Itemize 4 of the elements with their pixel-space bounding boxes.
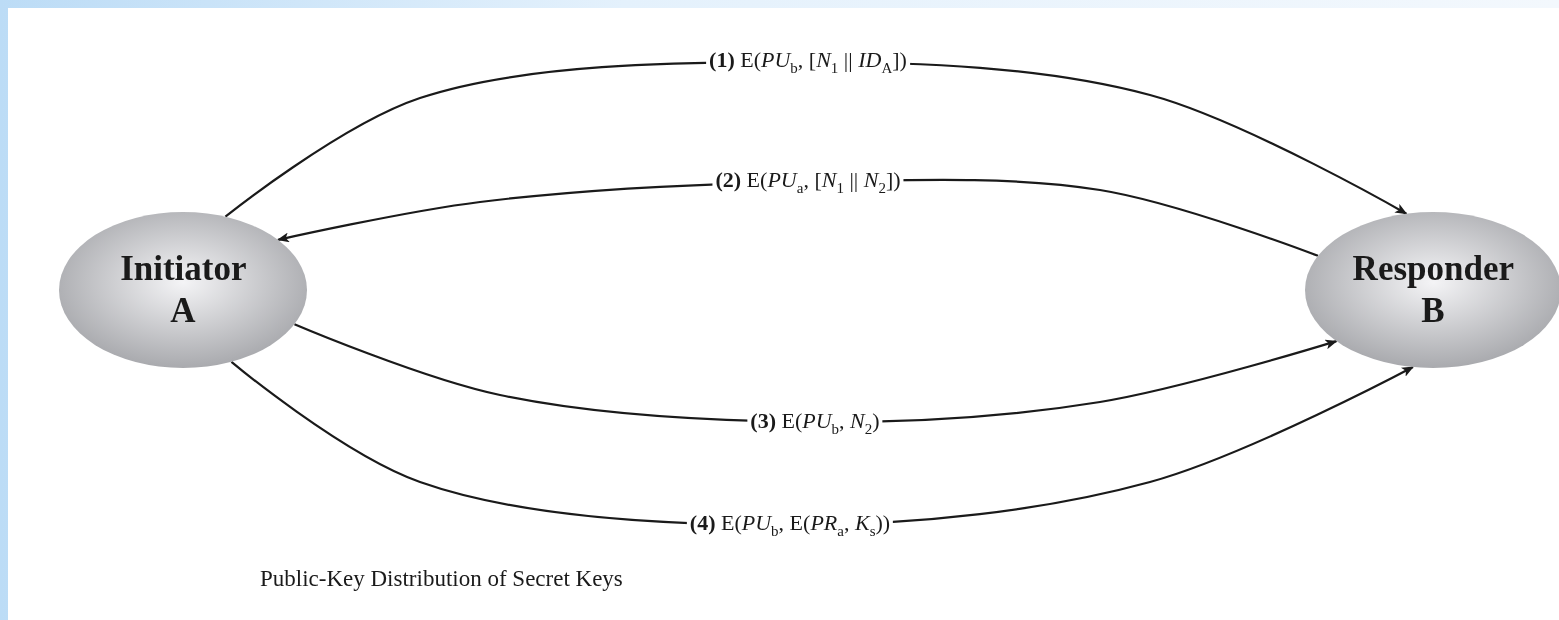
ellipse-node (59, 212, 307, 368)
node-label: Responder B (1352, 248, 1514, 332)
node-label: Initiator A (120, 248, 246, 332)
caption: Public-Key Distribution of Secret Keys (260, 566, 623, 592)
